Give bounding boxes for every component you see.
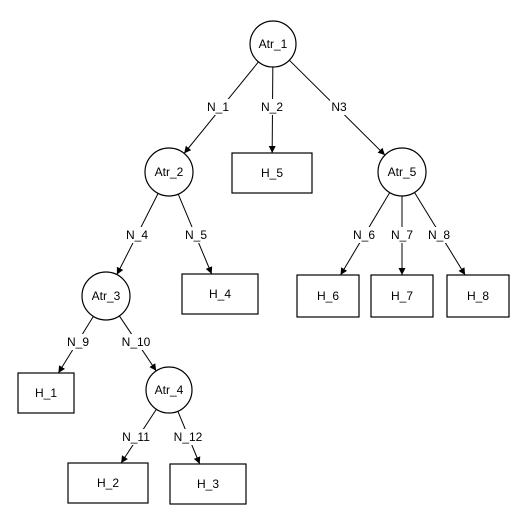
leaf-node-h7: H_7 <box>370 274 434 318</box>
node-circle <box>145 366 193 414</box>
edge-label-background <box>351 227 377 243</box>
leaf-node-h5: H_5 <box>231 152 313 194</box>
edge-label: N_1 <box>207 100 229 114</box>
node-circle <box>377 147 427 197</box>
node-label: H_5 <box>261 166 283 180</box>
leaf-node-h3: H_3 <box>169 463 247 505</box>
node-box <box>370 274 434 318</box>
attribute-node-atr2: Atr_2 <box>144 147 194 197</box>
node-box <box>67 462 149 504</box>
node-label: Atr_5 <box>388 165 417 179</box>
edges: N_1 N_2 N3N_4 N_5 N_6 N_7 N_8N_9 N_10N_11 N_12 <box>57 59 466 465</box>
edge-label: N_5 <box>185 228 207 242</box>
node-box <box>446 274 510 318</box>
node-box <box>169 463 247 505</box>
edge-label: N_6 <box>353 228 375 242</box>
node-label: H_8 <box>467 289 489 303</box>
edge-label: N_10 <box>122 335 151 349</box>
edge-label-background <box>330 99 348 115</box>
node-label: H_4 <box>209 287 231 301</box>
attribute-node-atr4: Atr_4 <box>145 366 193 414</box>
edge-label: N3 <box>331 100 347 114</box>
node-label: H_1 <box>35 386 57 400</box>
node-label: Atr_4 <box>155 383 184 397</box>
leaf-node-h6: H_6 <box>296 274 360 318</box>
leaf-node-h8: H_8 <box>446 274 510 318</box>
node-label: H_7 <box>391 289 413 303</box>
node-label: H_2 <box>97 476 119 490</box>
node-label: Atr_2 <box>155 165 184 179</box>
edge-label-background <box>124 227 150 243</box>
edge-label-background <box>120 429 152 445</box>
edge-label: N_2 <box>261 100 283 114</box>
attribute-node-atr3: Atr_3 <box>81 271 131 321</box>
edge-label-background <box>120 334 152 350</box>
node-circle <box>249 20 297 68</box>
node-label: Atr_3 <box>92 289 121 303</box>
leaf-node-h4: H_4 <box>181 273 259 315</box>
node-circle <box>144 147 194 197</box>
node-box <box>231 152 313 194</box>
node-circle <box>81 271 131 321</box>
edge-label: N_8 <box>428 228 450 242</box>
edge-label-background <box>389 227 415 243</box>
node-label: H_3 <box>197 477 219 491</box>
edge-label-background <box>259 99 285 115</box>
edge-label: N_4 <box>126 228 148 242</box>
leaf-node-h1: H_1 <box>17 372 75 414</box>
node-label: Atr_1 <box>259 37 288 51</box>
edge-label-background <box>183 227 209 243</box>
node-box <box>296 274 360 318</box>
edge-label-background <box>205 99 231 115</box>
leaf-node-h2: H_2 <box>67 462 149 504</box>
attribute-node-atr5: Atr_5 <box>377 147 427 197</box>
attribute-node-atr1: Atr_1 <box>249 20 297 68</box>
node-box <box>17 372 75 414</box>
edge-label-background <box>172 429 204 445</box>
node-label: H_6 <box>317 289 339 303</box>
edge-label-background <box>65 334 91 350</box>
edge-label: N_11 <box>122 430 150 444</box>
edge-label-background <box>426 227 452 243</box>
edge-label: N_7 <box>391 228 413 242</box>
node-box <box>181 273 259 315</box>
edge-label: N_12 <box>174 430 203 444</box>
edge-label: N_9 <box>67 335 89 349</box>
